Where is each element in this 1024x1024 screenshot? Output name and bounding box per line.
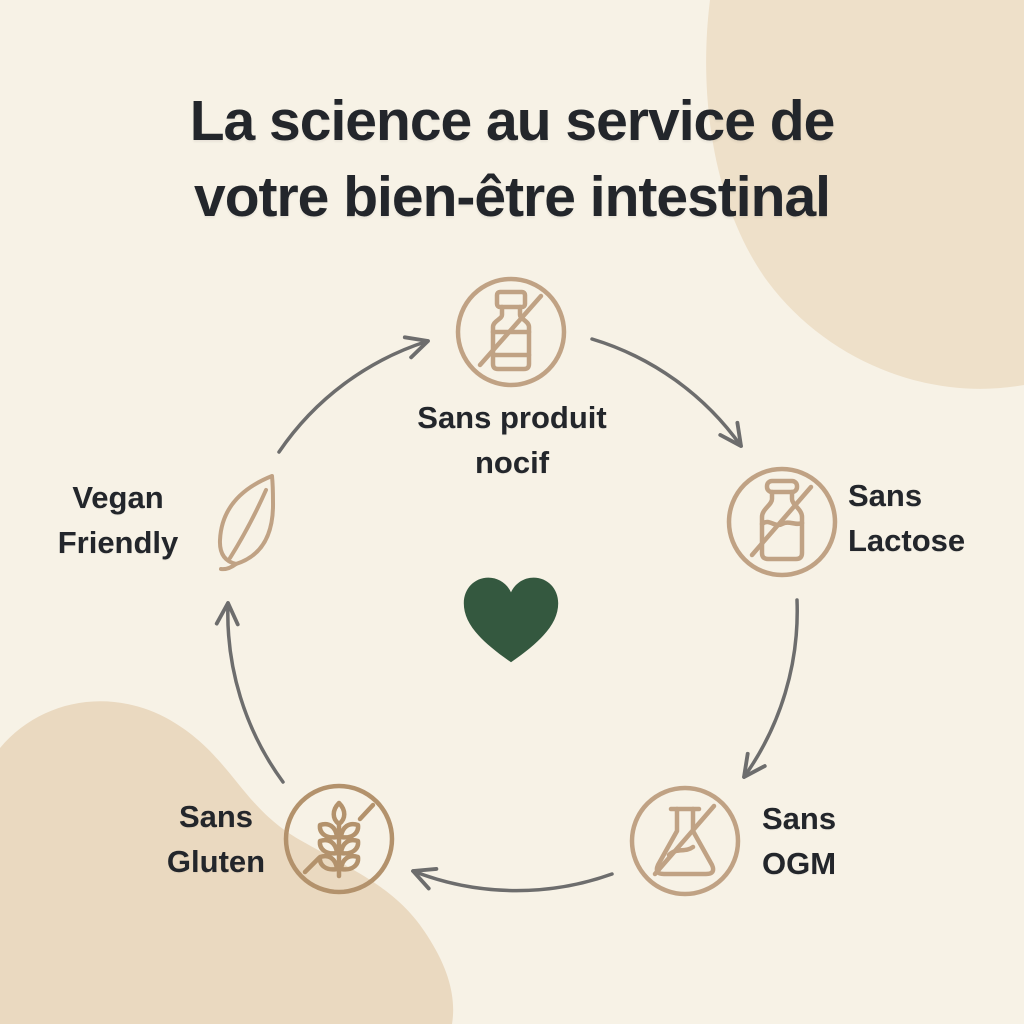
item-label-sans-produit-nocif: Sans produit nocif [362, 396, 662, 486]
heart-icon [452, 563, 570, 667]
item-label-sans-ogm: Sans OGM [762, 797, 962, 887]
item-label-vegan-friendly: Vegan Friendly [8, 476, 228, 566]
no-harmful-product-icon [451, 272, 571, 392]
label-line: Gluten [166, 843, 266, 879]
arrow-harmful-to-lactose [590, 337, 743, 448]
label-line: Sans [178, 799, 254, 834]
label-line: Sans [762, 801, 837, 836]
arrow-ogm-to-gluten [411, 866, 614, 893]
label-line: Lactose [848, 522, 966, 558]
no-lactose-icon [722, 462, 842, 582]
arrow-lactose-to-ogm [742, 598, 799, 779]
label-line: Friendly [57, 524, 179, 560]
item-label-sans-lactose: Sans Lactose [848, 474, 1024, 564]
page-title-line2: votre bien-être intestinal [194, 164, 831, 229]
page-title-line1: La science au service de [189, 89, 836, 153]
no-gluten-icon [279, 779, 399, 899]
label-line: Sans [848, 478, 923, 513]
no-gmo-icon [625, 781, 745, 901]
arrow-vegan-to-harmful [277, 335, 430, 454]
label-line: nocif [474, 444, 550, 480]
label-line: OGM [762, 845, 837, 881]
label-line: Sans produit [417, 400, 607, 435]
page-title: La science au service de votre bien-être… [62, 84, 962, 236]
item-label-sans-gluten: Sans Gluten [96, 795, 336, 885]
blob-top-right [706, 0, 1024, 389]
label-line: Vegan [72, 480, 164, 515]
arrow-gluten-to-vegan [214, 601, 285, 784]
leaf-icon [206, 468, 286, 572]
blob-bottom-left [0, 701, 454, 1024]
